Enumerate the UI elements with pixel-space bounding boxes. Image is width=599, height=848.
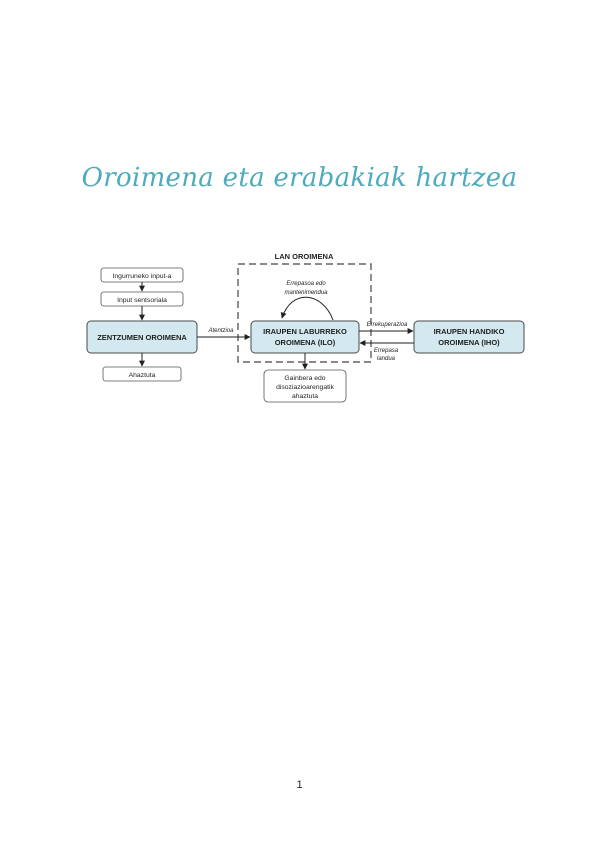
short-term-memory-node: IRAUPEN LABURREKO OROIMENA (ILO) (250, 320, 360, 354)
sensory-memory-node: ZENTZUMEN OROIMENA (86, 320, 198, 354)
long-term-memory-node: IRAUPEN HANDIKO OROIMENA (IHO) (413, 320, 525, 354)
environment-input-label: Ingurruneko input-a (113, 273, 172, 280)
elaborated-label-line1: Errepasa (374, 348, 399, 354)
page-number: 1 (296, 779, 303, 791)
page-title: Oroimena eta erabakiak hartzea (81, 163, 518, 193)
arrow-rehearsal-loop (280, 296, 334, 321)
long-term-label-line1: IRAUPEN HANDIKO (434, 327, 505, 336)
rehearsal-label-line2: mantenimendua (284, 290, 328, 296)
elaborated-label-line2: landua (377, 356, 396, 362)
decay-label-line3: ahaztuta (292, 393, 318, 400)
sensory-input-node: Input sentsoriala (100, 291, 184, 307)
attention-label: Atentzioa (207, 328, 234, 334)
decay-label-line1: Gainbera edo (284, 375, 325, 382)
sensory-input-label: Input sentsoriala (117, 297, 167, 304)
short-term-label-line2: OROIMENA (ILO) (275, 338, 336, 347)
working-memory-label: LAN OROIMENA (275, 252, 334, 261)
short-term-label-line1: IRAUPEN LABURREKO (263, 327, 347, 336)
rehearsal-label-line1: Errepasoa edo (286, 281, 326, 287)
long-term-label-line2: OROIMENA (IHO) (438, 338, 500, 347)
decay-label-line2: disoziazioarengatik (276, 384, 334, 391)
environment-input-node: Ingurruneko input-a (100, 267, 184, 283)
forgotten-node: Ahaztuta (102, 366, 182, 382)
forgotten-label: Ahaztuta (129, 372, 156, 379)
retrieval-label: Errekuperazioa (367, 322, 408, 328)
decay-forgotten-node: Gainbera edo disoziazioarengatik ahaztut… (263, 369, 347, 403)
sensory-memory-label: ZENTZUMEN OROIMENA (97, 333, 187, 342)
diagram-arrows (139, 282, 414, 370)
